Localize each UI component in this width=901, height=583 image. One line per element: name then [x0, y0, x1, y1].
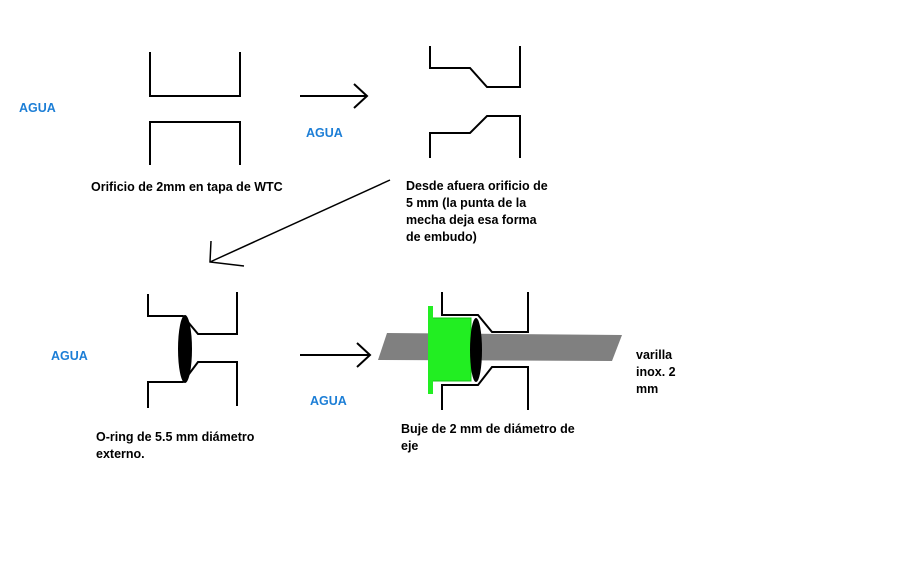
bushing-shape [430, 317, 472, 382]
step1-caption: Orificio de 2mm en tapa de WTC [91, 180, 283, 194]
arrow-diagonal [209, 179, 391, 267]
water-label-4: AGUA [310, 394, 347, 408]
arrow-right-2 [300, 342, 372, 368]
step4-caption: Buje de 2 mm de diámetro de eje [401, 422, 575, 453]
step2-countersunk-drawing [429, 46, 521, 158]
step1-hole-drawing [149, 52, 241, 165]
rod-shape [378, 333, 622, 361]
water-label-2: AGUA [306, 126, 343, 140]
step3-caption: O-ring de 5.5 mm diámetro externo. [96, 430, 255, 461]
step2-caption: Desde afuera orificio de 5 mm (la punta … [406, 179, 548, 244]
water-label-1: AGUA [19, 101, 56, 115]
arrow-right-1 [300, 83, 369, 109]
water-label-3: AGUA [51, 349, 88, 363]
step3-oring-drawing [147, 292, 238, 408]
step4-assembly-drawing [378, 292, 622, 410]
oring-shape-assembly [470, 318, 482, 382]
rod-caption: varilla inox. 2 mm [636, 348, 676, 396]
oring-shape [178, 315, 192, 383]
